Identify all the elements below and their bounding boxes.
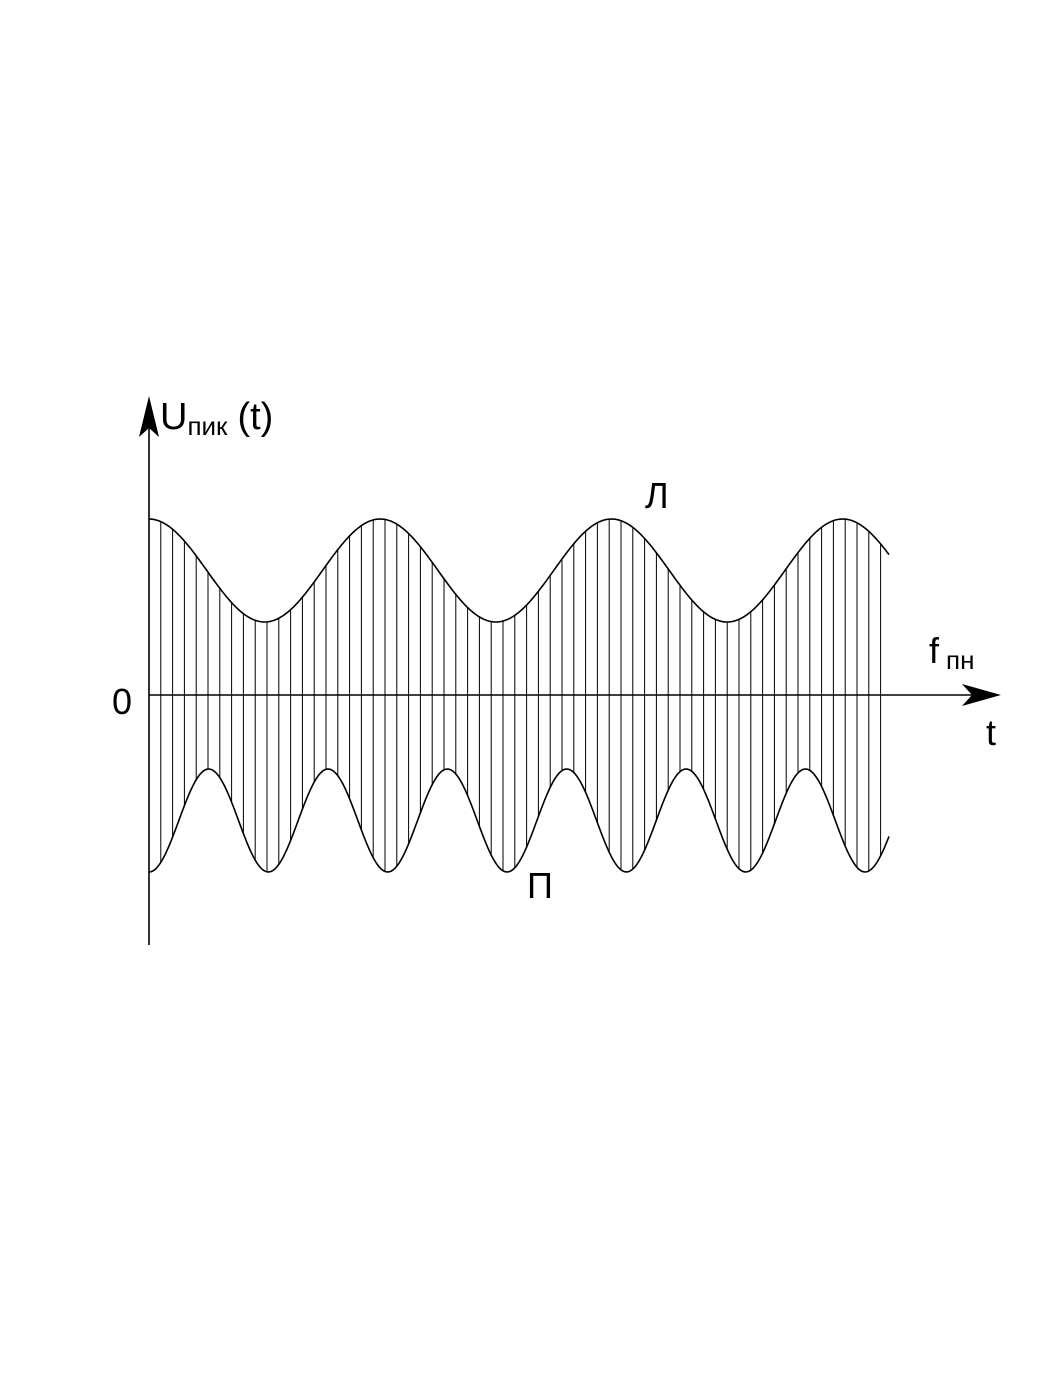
- y-axis-subscript: пик: [187, 411, 228, 441]
- y-axis-argument: (t): [237, 396, 274, 438]
- origin-label: 0: [112, 681, 133, 722]
- y-axis-label: Uпик (t): [160, 396, 274, 439]
- x-axis-arrowhead: [962, 684, 1001, 706]
- upper-envelope-label: Л: [645, 475, 669, 516]
- vertical-hatching: [160, 519, 882, 872]
- frequency-subscript: пн: [946, 645, 975, 675]
- y-axis-arrowhead: [139, 396, 159, 437]
- lower-envelope-curve: [148, 768, 890, 873]
- lower-envelope-label: П: [527, 865, 553, 906]
- upper-envelope-curve: [148, 518, 890, 623]
- x-axis-label: t: [986, 712, 997, 753]
- y-axis-symbol: U: [160, 396, 188, 438]
- frequency-symbol: f: [929, 630, 940, 671]
